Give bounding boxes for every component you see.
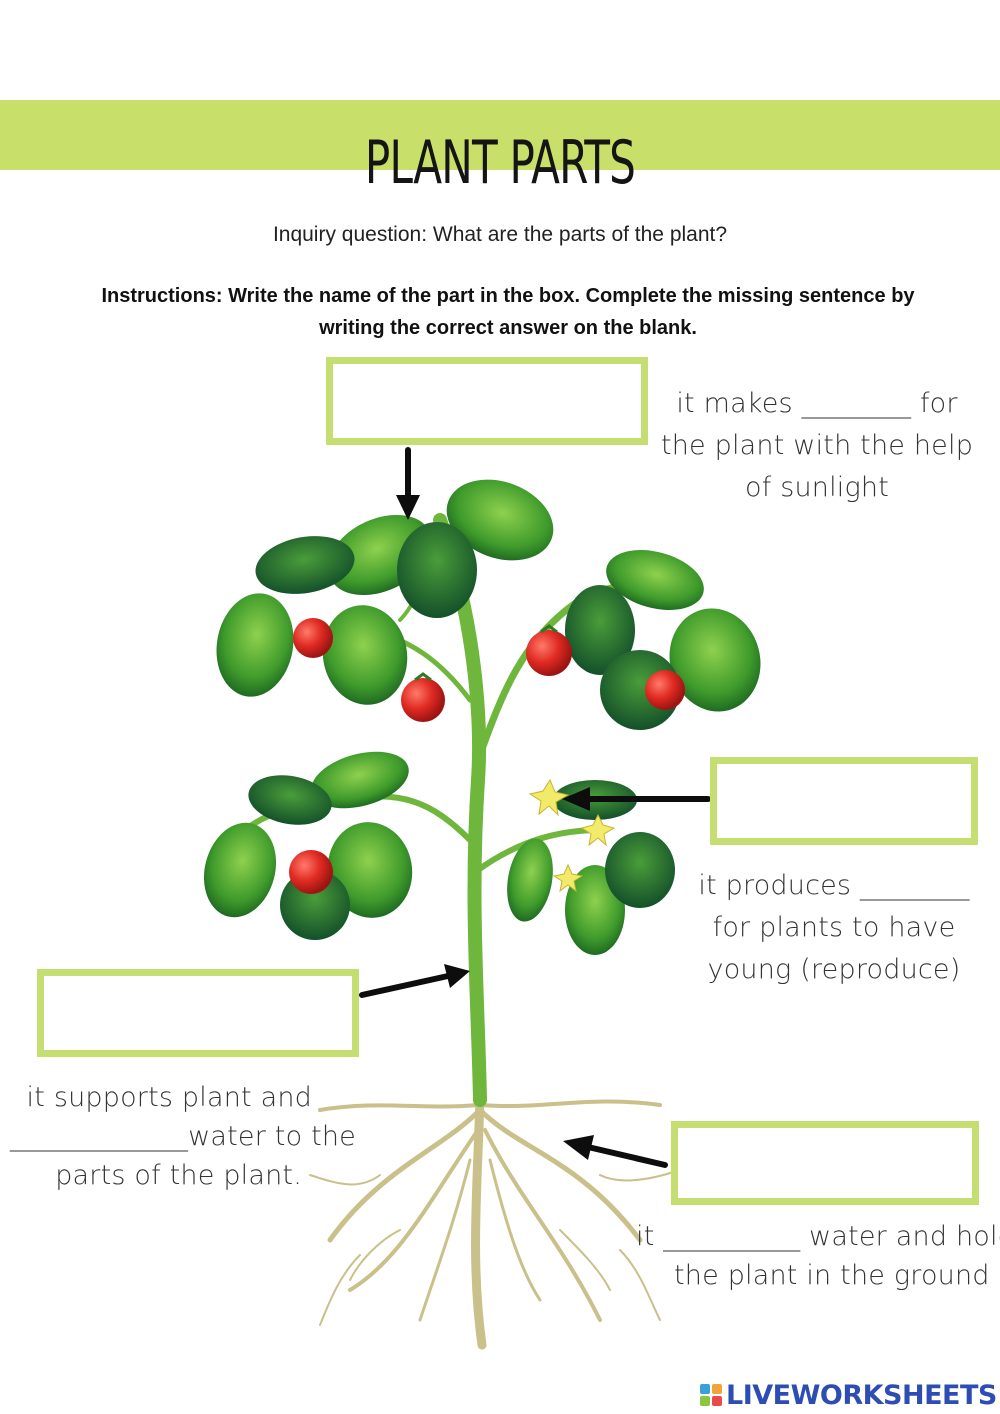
logo-square (700, 1384, 710, 1394)
logo-square (700, 1396, 710, 1406)
stem-description-line: it supports plant and (26, 1082, 312, 1113)
root-description: it __________ water and hold the plant i… (636, 1217, 1000, 1295)
stem-description-line: _____________water to the (9, 1121, 356, 1152)
logo-square (712, 1396, 722, 1406)
root-answer-box[interactable] (671, 1121, 979, 1205)
leaf-answer-box[interactable] (326, 357, 648, 445)
leaf-description-line: it makes ________ for (676, 388, 958, 419)
plant-roots (309, 1090, 681, 1350)
flower-answer-box[interactable] (710, 757, 978, 845)
leaf-description-line: the plant with the help (660, 430, 974, 461)
leaf-description: it makes ________ for the plant with the… (648, 383, 986, 509)
pointer-arrows (359, 447, 711, 1168)
stem-answer-box[interactable] (37, 969, 359, 1057)
brand-name: LIVEWORKSHEETS (726, 1379, 997, 1411)
page-title: PLANT PARTS (364, 128, 636, 198)
flower-description-line: it produces ________ (698, 870, 970, 901)
plant-fruits (289, 618, 685, 894)
flower-description-line: young (reproduce) (707, 954, 961, 985)
flower-description-line: for plants to have (712, 912, 956, 943)
leaf-description-line: of sunlight (744, 472, 889, 503)
flower-description: it produces ________ for plants to have … (690, 865, 978, 991)
plant-leaves (203, 479, 761, 955)
root-description-line: the plant in the ground (674, 1260, 990, 1291)
liveworksheets-logo-icon (700, 1384, 722, 1406)
stem-description: it supports plant and _____________water… (6, 1078, 356, 1195)
header-band (0, 100, 1000, 170)
liveworksheets-footer[interactable]: LIVEWORKSHEETS (700, 1377, 997, 1413)
stem-description-line: parts of the plant. (55, 1160, 302, 1191)
logo-square (712, 1384, 722, 1394)
inquiry-question: Inquiry question: What are the parts of … (272, 223, 728, 246)
plant-flowers (528, 778, 616, 893)
root-description-line: it __________ water and hold (636, 1221, 1000, 1252)
instructions: Instructions: Write the name of the part… (101, 285, 915, 339)
